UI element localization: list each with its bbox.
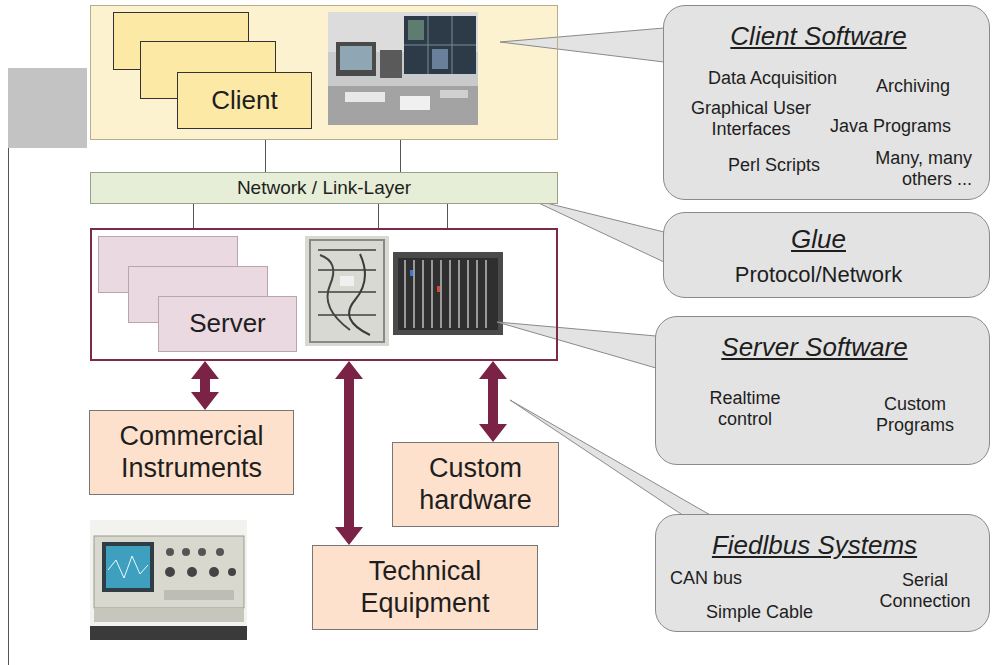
box-label: Network / Link-Layer (237, 177, 411, 199)
callout-item: CAN bus (670, 568, 790, 589)
box-label: Custom hardware (399, 453, 552, 515)
rack-photo (305, 236, 389, 346)
callout-item: Simple Cable (706, 602, 846, 623)
callout-item: Many, many others ... (852, 148, 972, 189)
double-arrow (479, 361, 507, 442)
callout-box: Client SoftwareData AcquisitionArchiving… (663, 5, 990, 200)
equipment-box: Technical Equipment (312, 545, 538, 630)
callout-item: Custom Programs (860, 394, 970, 435)
callout-box: Server SoftwareRealtime controlCustom Pr… (655, 316, 990, 465)
callout-box: Fiedlbus SystemsCAN busSerial Connection… (655, 514, 990, 632)
link-line (400, 140, 401, 172)
callout-item: Perl Scripts (728, 155, 840, 176)
callout-title: Fiedlbus Systems (647, 531, 982, 561)
callout-title: Server Software (647, 333, 982, 363)
callout-item: Protocol/Network (655, 262, 982, 287)
callout-box: GlueProtocol/Network (663, 212, 990, 298)
callout-title: Glue (655, 225, 982, 255)
double-arrow (335, 361, 363, 545)
client-box: Client (177, 72, 312, 129)
link-line (378, 204, 379, 228)
double-arrow (191, 361, 219, 410)
callout-item: Graphical User Interfaces (680, 98, 822, 139)
box-label: Server (189, 309, 266, 339)
instrument-box: Commercial Instruments (89, 410, 294, 495)
link-line (193, 204, 194, 228)
server-area: Server (90, 228, 558, 361)
hardware-box: Custom hardware (392, 442, 559, 527)
frame-line (8, 148, 9, 665)
callout-item: Archiving (876, 76, 976, 97)
callout-title: Client Software (655, 22, 982, 52)
link-line (265, 140, 266, 172)
gray-tab (8, 68, 87, 148)
crate-photo (393, 252, 503, 335)
client-area: Client (90, 5, 558, 140)
callout-item: Java Programs (830, 116, 970, 137)
control-room-photo (328, 12, 478, 125)
callout-tail (500, 28, 664, 62)
callout-tail (497, 322, 656, 368)
server-box: Server (158, 296, 297, 352)
box-label: Technical Equipment (319, 556, 531, 618)
box-label: Commercial Instruments (96, 421, 287, 483)
link-line (447, 204, 448, 228)
callout-item: Realtime control (690, 388, 800, 429)
box-label: Client (211, 86, 277, 116)
callout-tail (530, 199, 664, 262)
callout-item: Serial Connection (870, 570, 980, 611)
client-area-fill (90, 5, 558, 140)
oscilloscope-photo (90, 520, 247, 640)
callout-item: Data Acquisition (708, 68, 848, 89)
network-band: Network / Link-Layer (90, 172, 558, 204)
